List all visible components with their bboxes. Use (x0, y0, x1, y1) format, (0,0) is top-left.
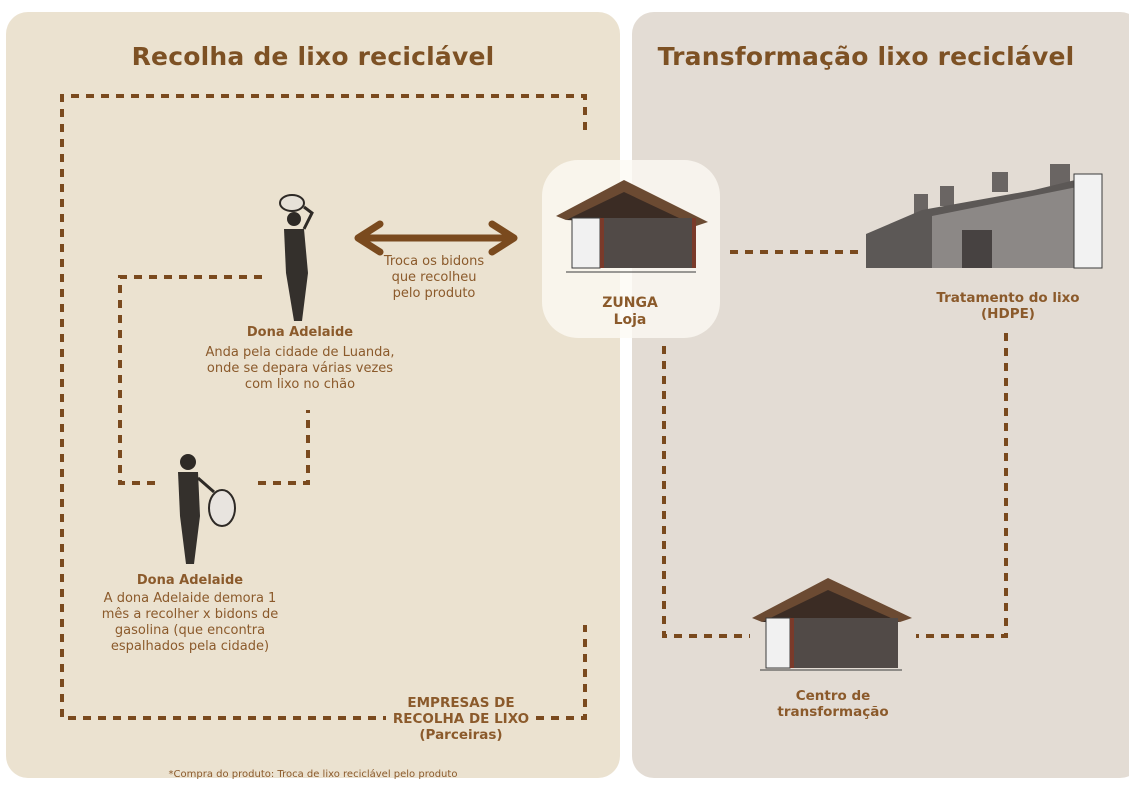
treatment-line: (HDPE) (981, 306, 1035, 322)
companies-line: (Parceiras) (419, 727, 503, 743)
exchange-line: Troca os bidons (383, 254, 485, 269)
node-desc-line: gasolina (que encontra (114, 623, 266, 638)
adelaide-loop-line (118, 275, 262, 485)
footnote: *Compra do produto: Troca de lixo recicl… (168, 769, 458, 780)
factory-icon (866, 164, 1103, 269)
treatment-line: Tratamento do lixo (936, 290, 1080, 306)
collection-panel (6, 12, 620, 778)
transformation-center-label: Centro de transformação (748, 688, 918, 720)
exchange-label: Troca os bidons que recolheu pelo produt… (370, 254, 498, 302)
center-line: transformação (777, 704, 889, 720)
node-name: Dona Adelaide (136, 573, 244, 588)
node-desc-line: A dona Adelaide demora 1 (103, 591, 277, 606)
zunga-name: ZUNGA (602, 295, 658, 311)
node-desc-line: Anda pela cidade de Luanda, (205, 345, 395, 360)
companies-line: RECOLHA DE LIXO (392, 711, 530, 727)
treatment-label: Tratamento do lixo (HDPE) (918, 290, 1098, 322)
adelaide-collecting-node: Dona Adelaide A dona Adelaide demora 1 m… (80, 573, 300, 655)
adelaide-loop-line-b (258, 410, 310, 485)
companies-loop-line (60, 94, 587, 720)
adelaide-walking-node: Dona Adelaide Anda pela cidade de Luanda… (180, 325, 420, 393)
treatment-to-center-line (916, 333, 1008, 638)
hut-icon (752, 578, 912, 671)
exchange-line: que recolheu (391, 270, 477, 285)
zunga-to-center-line (662, 346, 750, 638)
companies-line: EMPRESAS DE (407, 695, 515, 711)
hut-icon (556, 180, 708, 273)
recycling-companies-label: EMPRESAS DE RECOLHA DE LIXO (Parceiras) (384, 695, 538, 743)
collection-title: Recolha de lixo reciclável (131, 42, 495, 71)
center-line: Centro de (795, 688, 871, 704)
zunga-subtitle: Loja (613, 312, 647, 328)
node-desc-line: com lixo no chão (244, 377, 356, 392)
exchange-line: pelo produto (392, 286, 476, 301)
companies-loop-line-right (536, 625, 587, 720)
node-desc-line: espalhados pela cidade) (110, 639, 270, 654)
node-name: Dona Adelaide (246, 325, 354, 340)
node-desc-line: mês a recolher x bidons de (101, 607, 279, 622)
exchange-arrow (354, 220, 518, 256)
node-desc-line: onde se depara várias vezes (206, 361, 394, 376)
woman-carrying-icon (279, 194, 314, 321)
woman-with-bag-icon (178, 454, 236, 564)
transformation-title: Transformação lixo reciclável (657, 42, 1075, 71)
zunga-store-label: ZUNGA Loja (560, 295, 700, 329)
